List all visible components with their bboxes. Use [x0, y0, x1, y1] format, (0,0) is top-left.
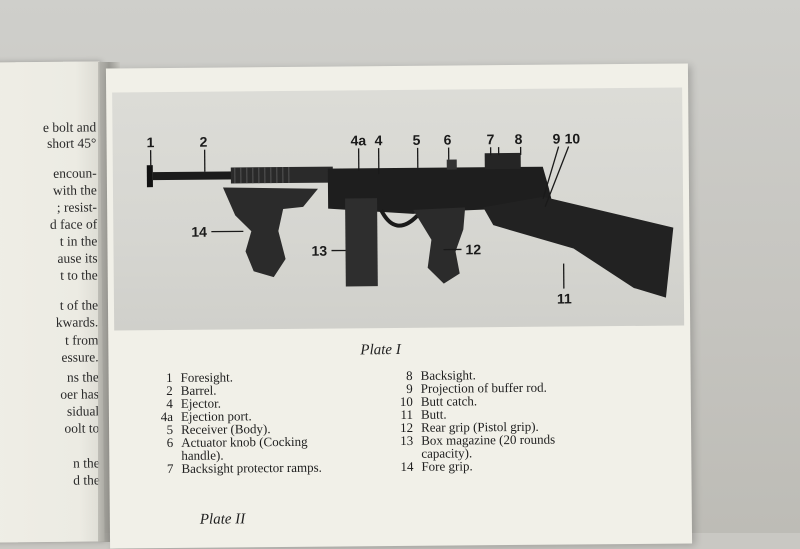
- callout-6: 6: [443, 132, 451, 148]
- left-page-line: essure.: [61, 349, 98, 365]
- actuator-knob-shape: [447, 159, 457, 169]
- callout-12: 12: [465, 241, 481, 257]
- callout-5: 5: [412, 132, 420, 148]
- left-page-line: sidual: [67, 403, 99, 419]
- left-page-line: t to the: [60, 267, 98, 283]
- rear-grip-shape: [413, 207, 466, 283]
- left-page-line: with the: [53, 182, 97, 198]
- left-page-line: short 45°: [47, 135, 96, 152]
- left-page-line: oer has: [60, 386, 99, 402]
- callout-7: 7: [486, 131, 494, 147]
- callout-8: 8: [514, 131, 522, 147]
- plate-caption: Plate I: [360, 342, 401, 359]
- left-page-line: oolt to: [64, 420, 99, 436]
- callout-13: 13: [311, 243, 327, 259]
- left-page: e bolt and short 45° encoun- with the ; …: [0, 61, 105, 542]
- left-page-line: t in the: [60, 233, 98, 249]
- callout-1: 1: [146, 134, 154, 150]
- foresight-shape: [147, 165, 153, 187]
- callout-4a: 4a: [350, 132, 366, 148]
- left-page-line: t from: [65, 332, 99, 348]
- barrel-fins-shape: [231, 167, 333, 184]
- next-plate-caption: Plate II: [200, 511, 246, 528]
- callout-10: 10: [564, 130, 580, 146]
- plate-illustration: 1 2 4a 4 5 6 7 8 9 10 11 12 13 14: [112, 88, 684, 331]
- callout-11: 11: [557, 290, 572, 306]
- box-magazine-shape: [345, 198, 378, 286]
- left-page-line: e bolt and: [43, 119, 96, 136]
- butt-stock-shape: [483, 196, 674, 300]
- left-page-line: ns the: [67, 369, 99, 385]
- left-page-line: ; resist-: [57, 199, 97, 215]
- right-page: 1 2 4a 4 5 6 7 8 9 10 11 12 13 14 Plate …: [106, 63, 692, 548]
- callout-9: 9: [552, 131, 560, 147]
- left-page-line: kwards.: [56, 314, 99, 330]
- left-page-line: t of the: [60, 297, 98, 313]
- left-page-line: encoun-: [53, 165, 97, 181]
- backsight-shape: [485, 153, 521, 169]
- left-page-line: n the: [73, 455, 100, 471]
- left-page-line: d the: [73, 472, 100, 488]
- callout-14: 14: [191, 224, 207, 240]
- callout-4: 4: [374, 132, 382, 148]
- left-page-line: d face of: [50, 216, 97, 232]
- left-page-line: ause its: [57, 250, 97, 266]
- callout-2: 2: [199, 134, 207, 150]
- fore-grip-shape: [223, 187, 319, 278]
- submachine-gun-illustration: [112, 88, 684, 331]
